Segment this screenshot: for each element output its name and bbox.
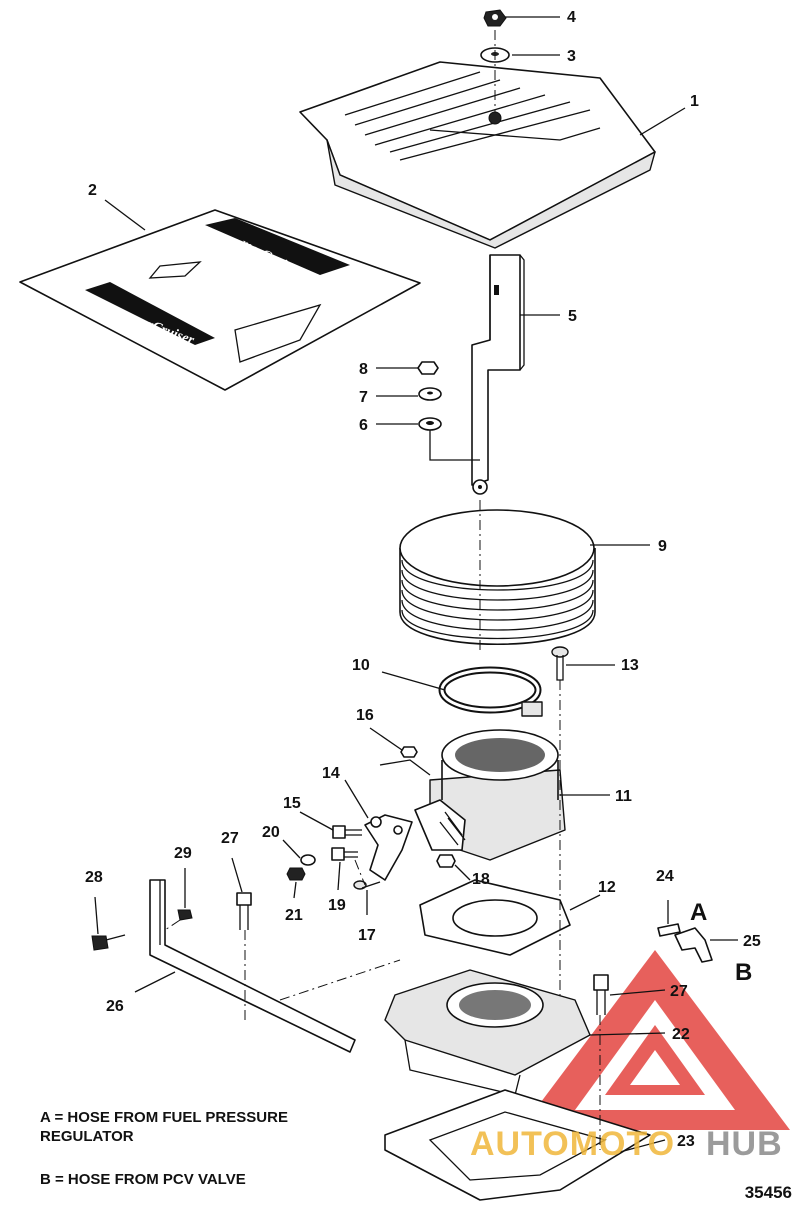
screw-17 — [353, 880, 381, 890]
callout-4: 4 — [567, 9, 576, 26]
legend-hose-a: A = HOSE FROM FUEL PRESSURE REGULATOR — [40, 1109, 288, 1145]
carb-adapter — [384, 969, 591, 1096]
leader-lines — [94, 16, 738, 1153]
bolt-27-right — [593, 974, 609, 1015]
throttle-body — [414, 729, 566, 861]
callout-13: 13 — [621, 657, 639, 674]
bolt-15 — [332, 825, 362, 839]
callout-26: 26 — [106, 998, 124, 1015]
callout-15: 15 — [283, 795, 301, 812]
watermark-text-part1: AUTOMOTO — [470, 1125, 675, 1163]
flame-arrestor — [399, 509, 596, 645]
hose-clamp — [438, 666, 543, 717]
callout-5: 5 — [568, 308, 577, 325]
callout-25: 25 — [743, 933, 761, 950]
callout-11: 11 — [615, 788, 632, 805]
callout-2: 2 — [88, 182, 97, 199]
callout-21: 21 — [285, 907, 303, 924]
nut-18 — [436, 854, 456, 868]
decal-sheet — [19, 209, 421, 391]
callout-28: 28 — [85, 869, 103, 886]
callout-labels: 4 3 1 2 5 8 7 6 9 10 13 16 14 11 15 20 2… — [85, 9, 761, 1150]
nut-21 — [286, 867, 306, 881]
watermark-text-part2: HUB — [706, 1125, 783, 1163]
throttle-linkage — [364, 814, 413, 881]
bolt-27-left — [236, 892, 252, 930]
callout-7: 7 — [359, 389, 368, 406]
callout-3: 3 — [567, 48, 576, 65]
bolt-28 — [91, 934, 126, 951]
hose-letter-b: B — [735, 959, 752, 986]
figure-number: 35456 — [744, 1183, 792, 1202]
callout-27-right: 27 — [670, 983, 688, 1000]
legend-hose-b: B = HOSE FROM PCV VALVE — [40, 1171, 246, 1188]
bolt-19 — [331, 847, 358, 861]
callout-27-left: 27 — [221, 830, 239, 847]
washer-20 — [300, 854, 316, 866]
watermark-logo-icon — [520, 950, 790, 1130]
engine-cover — [299, 61, 656, 249]
callout-9: 9 — [658, 538, 667, 555]
lock-washer — [418, 417, 442, 431]
base-gasket-23 — [384, 1089, 651, 1201]
screw-13 — [551, 646, 569, 681]
support-bar-26 — [149, 879, 356, 1053]
hex-nut-16 — [379, 746, 431, 776]
callout-16: 16 — [356, 707, 374, 724]
callout-6: 6 — [359, 417, 368, 434]
callout-12: 12 — [598, 879, 616, 896]
watermark-text: AUTOMOTO HUB — [470, 1125, 783, 1163]
hex-nut-small — [417, 361, 439, 375]
callout-22: 22 — [672, 1026, 690, 1043]
support-bracket — [429, 254, 525, 495]
gasket-12 — [419, 879, 571, 956]
callout-19: 19 — [328, 897, 346, 914]
hose-letter-a: A — [690, 899, 707, 926]
callout-18: 18 — [472, 871, 490, 888]
assembly-centerlines — [164, 30, 601, 1150]
callout-10: 10 — [352, 657, 370, 674]
callout-23: 23 — [677, 1133, 695, 1150]
callout-8: 8 — [359, 361, 368, 378]
callout-14: 14 — [322, 765, 340, 782]
nut-29 — [177, 909, 193, 921]
cover-nut — [483, 9, 507, 27]
callout-20: 20 — [262, 824, 280, 841]
callout-29: 29 — [174, 845, 192, 862]
plug-24 — [657, 923, 681, 937]
elbow-fitting-25 — [674, 927, 713, 963]
callout-1: 1 — [690, 93, 699, 110]
flat-washer — [418, 387, 442, 401]
callout-17: 17 — [358, 927, 376, 944]
callout-24: 24 — [656, 868, 674, 885]
